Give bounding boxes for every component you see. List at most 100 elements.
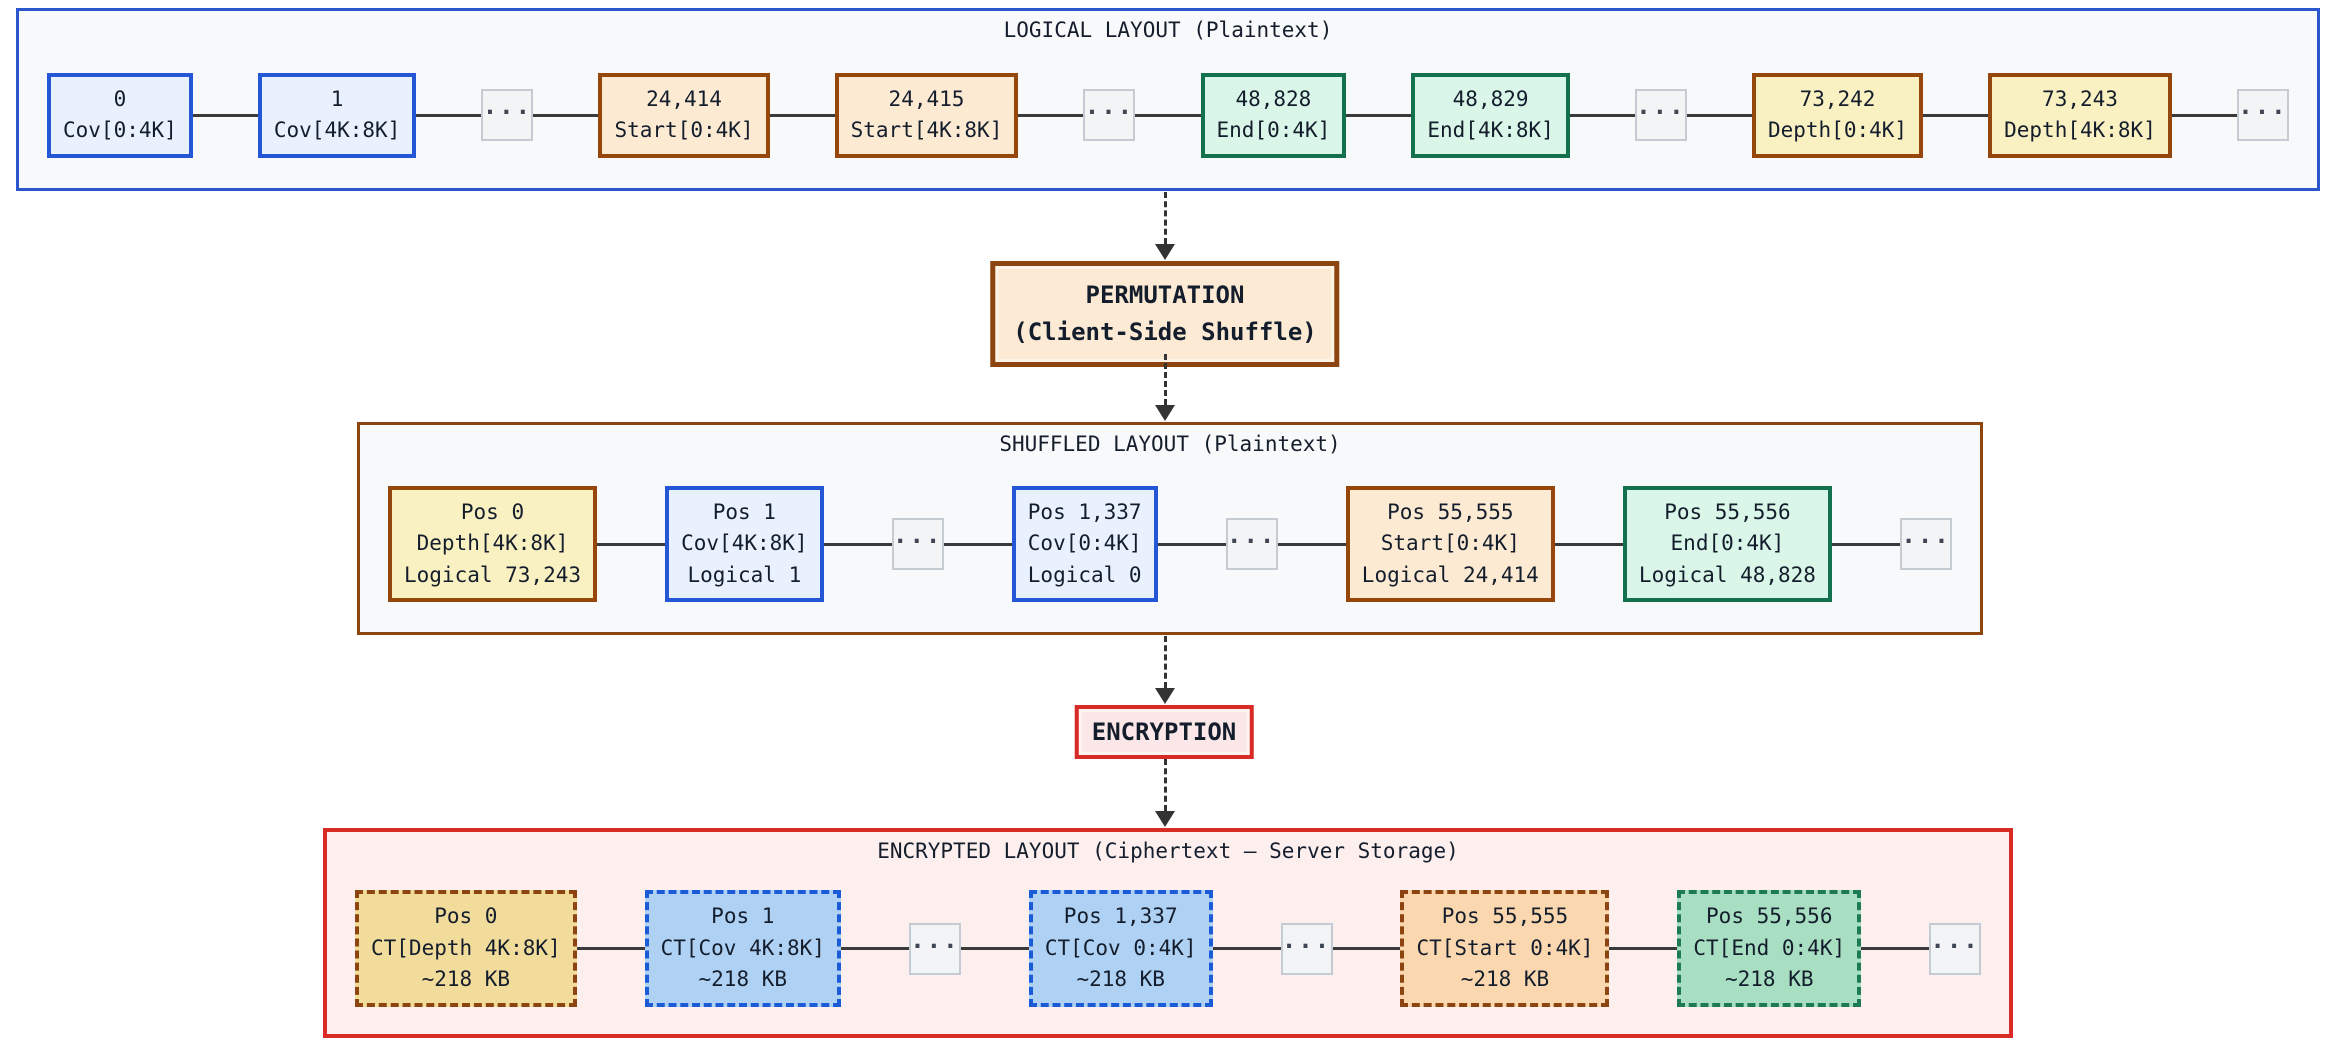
connector-line [823, 542, 892, 546]
ellipsis-box: ··· [2236, 89, 2289, 141]
block-line: Pos 1,337 [1063, 904, 1178, 929]
block-line: ~218 KB [698, 967, 788, 992]
connector-line [192, 113, 258, 117]
block-line: Cov[4K:8K] [273, 118, 401, 142]
block-line: Pos 55,555 [1441, 904, 1569, 929]
connector-line [1686, 113, 1752, 117]
block-line: ~218 KB [421, 967, 511, 992]
block-line: ~218 KB [1460, 967, 1550, 992]
block-line: Logical 1 [687, 562, 802, 587]
block-line: CT[Depth 4K:8K] [371, 935, 561, 960]
arrow-logical-to-permutation [1155, 192, 1175, 260]
connector-line [597, 542, 666, 546]
permutation-label-line1: PERMUTATION [1085, 281, 1245, 309]
block-line: Pos 55,555 [1387, 499, 1514, 524]
connector-line [2171, 113, 2237, 117]
connector-line [1609, 947, 1678, 950]
connector-line [943, 542, 1012, 546]
connector-line [533, 113, 599, 117]
ellipsis-box: ··· [1900, 518, 1953, 570]
block-line: Pos 1 [712, 499, 776, 524]
block-line: Start[0:4K] [614, 118, 754, 142]
block-line: Pos 55,556 [1706, 904, 1833, 929]
block-line: Pos 0 [460, 499, 525, 524]
block-line: 48,828 [1235, 86, 1312, 111]
connector-line [1018, 113, 1084, 117]
block-line: Cov[0:4K] [63, 118, 177, 142]
block-line: CT[Cov 0:4K] [1044, 935, 1197, 960]
encrypted-layout-title: ENCRYPTED LAYOUT (Ciphertext – Server St… [877, 839, 1459, 863]
logical-layout-title: LOGICAL LAYOUT (Plaintext) [1003, 18, 1333, 42]
ellipsis-box: ··· [1083, 89, 1136, 141]
block-line: Logical 0 [1027, 562, 1142, 587]
connector-line [1277, 542, 1346, 546]
ellipsis-box: ··· [1929, 922, 1982, 975]
block-line: CT[Start 0:4K] [1416, 935, 1594, 960]
connector-line [1831, 542, 1901, 546]
block-line: End[0:4K] [1670, 531, 1785, 556]
arrow-shaft [1163, 636, 1167, 688]
block-line: Pos 0 [434, 904, 498, 929]
connector-line [576, 947, 645, 950]
ellipsis-box: ··· [908, 922, 961, 975]
layout-block: Pos 1 Cov[4K:8K] Logical 1 [665, 485, 824, 603]
connector-line [1569, 113, 1635, 117]
block-line: 73,243 [2042, 86, 2118, 111]
block-line: Start[0:4K] [1380, 531, 1520, 556]
block-line: Pos 1 [711, 904, 775, 929]
connector-line [1212, 947, 1281, 950]
arrow-shaft [1163, 192, 1167, 244]
connector-line [840, 947, 909, 950]
block-line: Cov[4K:8K] [681, 531, 808, 556]
connector-line [1157, 542, 1226, 546]
block-line: Pos 1,337 [1027, 499, 1142, 524]
block-line: CT[Cov 4K:8K] [660, 935, 825, 960]
ellipsis-box: ··· [1225, 518, 1278, 570]
block-line: ~218 KB [1724, 967, 1814, 992]
encryption-box: ENCRYPTION [1074, 705, 1254, 759]
block-line: Depth[0:4K] [1767, 118, 1908, 142]
block-line: Logical 24,414 [1361, 562, 1539, 587]
block-line: 73,242 [1799, 86, 1876, 111]
block-line: 0 [113, 86, 127, 111]
shuffled-layout-title: SHUFFLED LAYOUT (Plaintext) [999, 432, 1341, 456]
arrow-shaft [1163, 759, 1167, 811]
block-line: 24,415 [888, 86, 965, 111]
connector-line [1923, 113, 1989, 117]
connector-line [1346, 113, 1412, 117]
arrow-head-icon [1155, 244, 1175, 260]
ellipsis-box: ··· [481, 89, 534, 141]
block-line: End[4K:8K] [1427, 118, 1554, 142]
block-line: Start[4K:8K] [850, 118, 1003, 142]
arrow-head-icon [1155, 811, 1175, 827]
block-line: 48,829 [1452, 86, 1529, 111]
ellipsis-box: ··· [1634, 89, 1687, 141]
block-line: Logical 73,243 [404, 562, 582, 587]
layout-block: Pos 0 CT[Depth 4K:8K] ~218 KB [355, 890, 577, 1007]
arrow-shaft [1163, 354, 1167, 405]
encrypted-layout-panel: ENCRYPTED LAYOUT (Ciphertext – Server St… [323, 828, 2013, 1038]
connector-line [416, 113, 482, 117]
arrow-encryption-to-encrypted [1155, 759, 1175, 827]
connector-line [1332, 947, 1401, 950]
ellipsis-box: ··· [1280, 922, 1333, 975]
layout-block: Pos 1 CT[Cov 4K:8K] ~218 KB [644, 890, 841, 1007]
permutation-box: PERMUTATION (Client-Side Shuffle) [990, 261, 1340, 368]
block-line: 1 [330, 86, 344, 111]
block-line: Pos 55,556 [1664, 499, 1791, 524]
arrow-permutation-to-shuffled [1155, 354, 1175, 421]
